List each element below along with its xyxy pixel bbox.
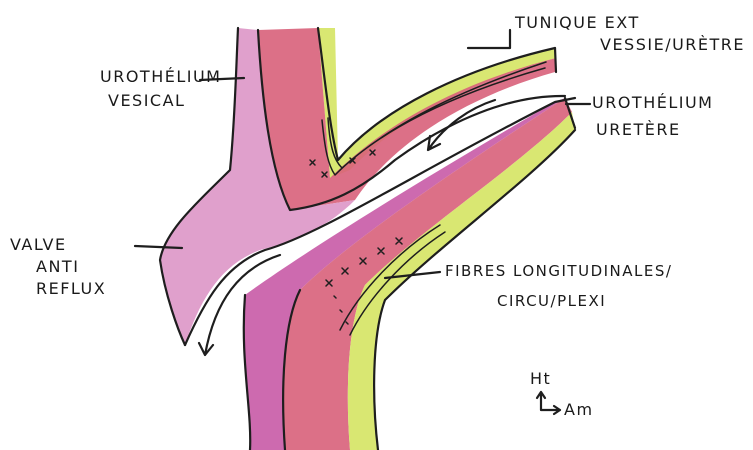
label-valve-line1: VALVE [10,235,67,254]
label-urothelium-vesical-line1: UROTHÉLIUM [100,67,221,86]
label-tunique-ext-line2: VESSIE/URÈTRE [600,35,745,54]
label-valve-line3: REFLUX [36,279,106,298]
leader-tunique-ext [468,30,510,48]
orientation-arrow-icon [537,392,560,414]
label-orientation-up: Ht [530,369,551,388]
label-urothelium-uretere-line2: URETÈRE [596,120,681,139]
upper-outer-outline [555,48,556,72]
label-fibres-line1: FIBRES LONGITUDINALES/ [445,262,672,280]
label-orientation-right: Am [564,400,594,419]
label-urothelium-vesical-line2: VESICAL [108,91,185,110]
label-urothelium-uretere-line1: UROTHÉLIUM [592,93,713,112]
label-fibres-line2: CIRCU/PLEXI [497,292,606,310]
label-tunique-ext-line1: TUNIQUE EXT [514,13,640,32]
label-valve-line2: ANTI [36,257,79,276]
